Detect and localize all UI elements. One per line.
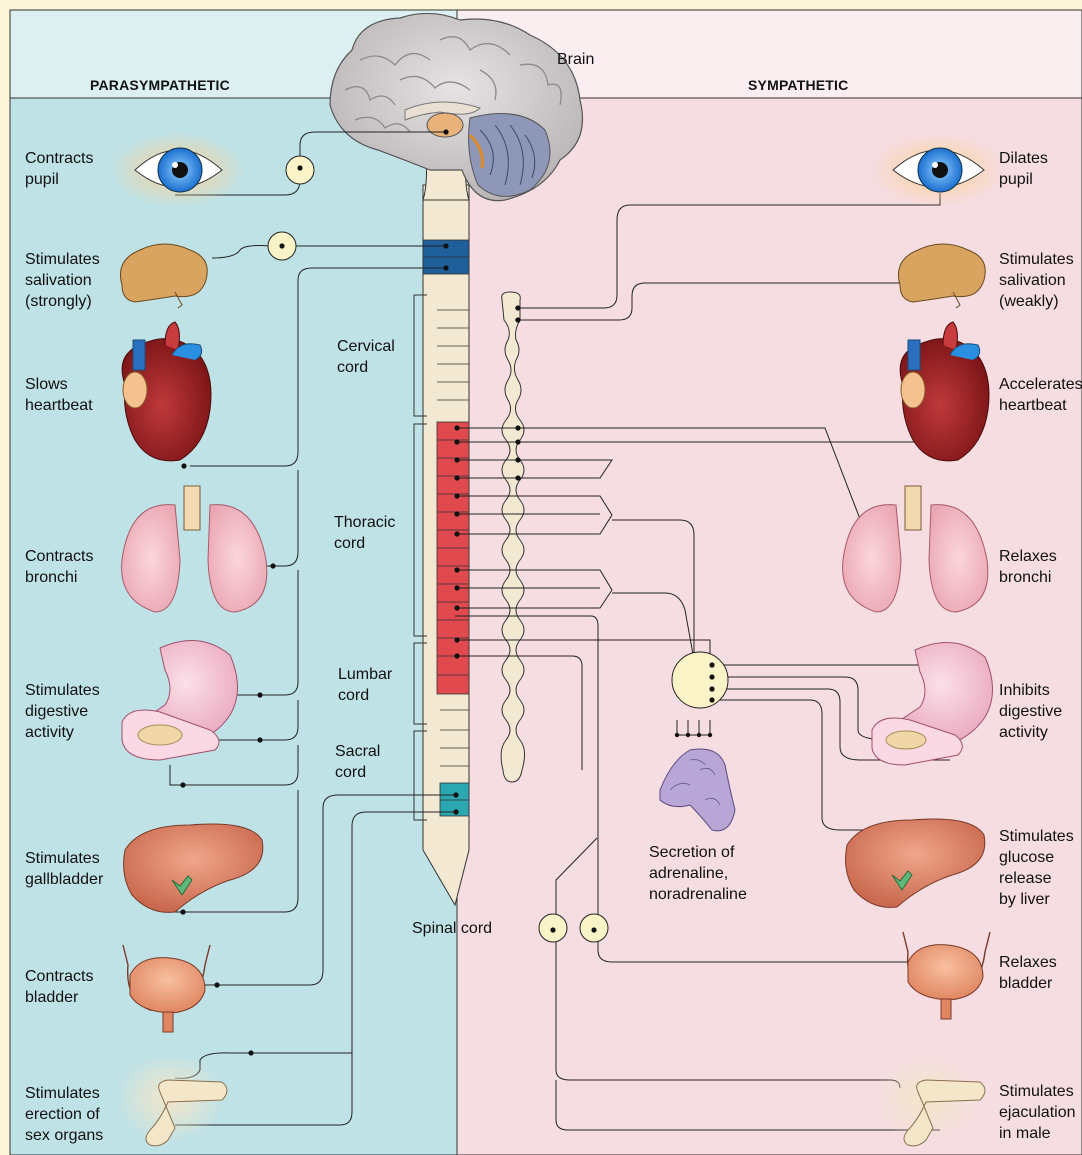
parasympathetic-effect-line: activity bbox=[25, 722, 100, 743]
parasympathetic-effect-line: gallbladder bbox=[25, 869, 103, 890]
parasympathetic-effect-line: Stimulates bbox=[25, 1083, 103, 1104]
cervical-label-line: cord bbox=[337, 357, 395, 378]
parasympathetic-effect-line: Stimulates bbox=[25, 680, 100, 701]
sympathetic-effect-line: Stimulates bbox=[999, 249, 1074, 270]
sympathetic-effect-line: (weakly) bbox=[999, 291, 1074, 312]
thoracic-label-line: Thoracic bbox=[334, 512, 395, 533]
sacral-label-line: Sacral bbox=[335, 741, 380, 762]
sacral-cord-label: Sacral cord bbox=[335, 741, 380, 783]
sympathetic-effect-line: bronchi bbox=[999, 567, 1057, 588]
parasympathetic-effect-line: erection of bbox=[25, 1104, 103, 1125]
lumbar-label-line: cord bbox=[338, 685, 392, 706]
parasympathetic-effect-line: Stimulates bbox=[25, 848, 103, 869]
eye-left bbox=[110, 132, 246, 208]
sympathetic-effect-line: heartbeat bbox=[999, 395, 1082, 416]
sympathetic-effect-line: Inhibits bbox=[999, 680, 1062, 701]
parasympathetic-effect-line: bladder bbox=[25, 987, 93, 1008]
parasympathetic-effect-line: digestive bbox=[25, 701, 100, 722]
sympathetic-effect-line: release bbox=[999, 868, 1074, 889]
sympathetic-effect-line: Stimulates bbox=[999, 1081, 1076, 1102]
eye-right bbox=[870, 132, 1006, 208]
sympathetic-effect-line: by liver bbox=[999, 889, 1074, 910]
spinal-cord-label: Spinal cord bbox=[412, 918, 492, 939]
adrenal-label-line: Secretion of bbox=[649, 842, 747, 863]
adrenal-secretion-label: Secretion of adrenaline, noradrenaline bbox=[649, 842, 747, 905]
adrenal-label-line: adrenaline, bbox=[649, 863, 747, 884]
parasympathetic-header: PARASYMPATHETIC bbox=[90, 77, 230, 93]
sympathetic-effect-line: ejaculation bbox=[999, 1102, 1076, 1123]
sympathetic-effect-line: activity bbox=[999, 722, 1062, 743]
parasympathetic-effect-line: Contracts bbox=[25, 148, 93, 169]
parasympathetic-effect-line: (strongly) bbox=[25, 291, 100, 312]
sympathetic-effect-line: Accelerates bbox=[999, 374, 1082, 395]
sympathetic-effect-line: Dilates bbox=[999, 148, 1048, 169]
sympathetic-effect-line: pupil bbox=[999, 169, 1048, 190]
sympathetic-effect-line: Relaxes bbox=[999, 546, 1057, 567]
parasympathetic-effect-line: salivation bbox=[25, 270, 100, 291]
parasympathetic-effect-line: Contracts bbox=[25, 966, 93, 987]
sympathetic-effect-line: in male bbox=[999, 1123, 1076, 1144]
cervical-label-line: Cervical bbox=[337, 336, 395, 357]
parasympathetic-effect-line: Slows bbox=[25, 374, 93, 395]
sympathetic-effect-line: glucose bbox=[999, 847, 1074, 868]
sympathetic-effect-line: digestive bbox=[999, 701, 1062, 722]
lumbar-cord-label: Lumbar cord bbox=[338, 664, 392, 706]
thoracic-cord-label: Thoracic cord bbox=[334, 512, 395, 554]
parasympathetic-effect-line: pupil bbox=[25, 169, 93, 190]
sympathetic-effect-line: Stimulates bbox=[999, 826, 1074, 847]
adrenal-label-line: noradrenaline bbox=[649, 884, 747, 905]
parasympathetic-effect-line: sex organs bbox=[25, 1125, 103, 1146]
brain-label: Brain bbox=[557, 49, 594, 70]
thoracic-label-line: cord bbox=[334, 533, 395, 554]
sympathetic-effect-line: Relaxes bbox=[999, 952, 1057, 973]
sympathetic-header: SYMPATHETIC bbox=[748, 77, 848, 93]
sympathetic-effect-line: salivation bbox=[999, 270, 1074, 291]
parasympathetic-effect-line: heartbeat bbox=[25, 395, 93, 416]
lumbar-label-line: Lumbar bbox=[338, 664, 392, 685]
sympathetic-effect-line: bladder bbox=[999, 973, 1057, 994]
parasympathetic-effect-line: Contracts bbox=[25, 546, 93, 567]
parasympathetic-effect-line: Stimulates bbox=[25, 249, 100, 270]
parasympathetic-effect-line: bronchi bbox=[25, 567, 93, 588]
sacral-label-line: cord bbox=[335, 762, 380, 783]
cervical-cord-label: Cervical cord bbox=[337, 336, 395, 378]
